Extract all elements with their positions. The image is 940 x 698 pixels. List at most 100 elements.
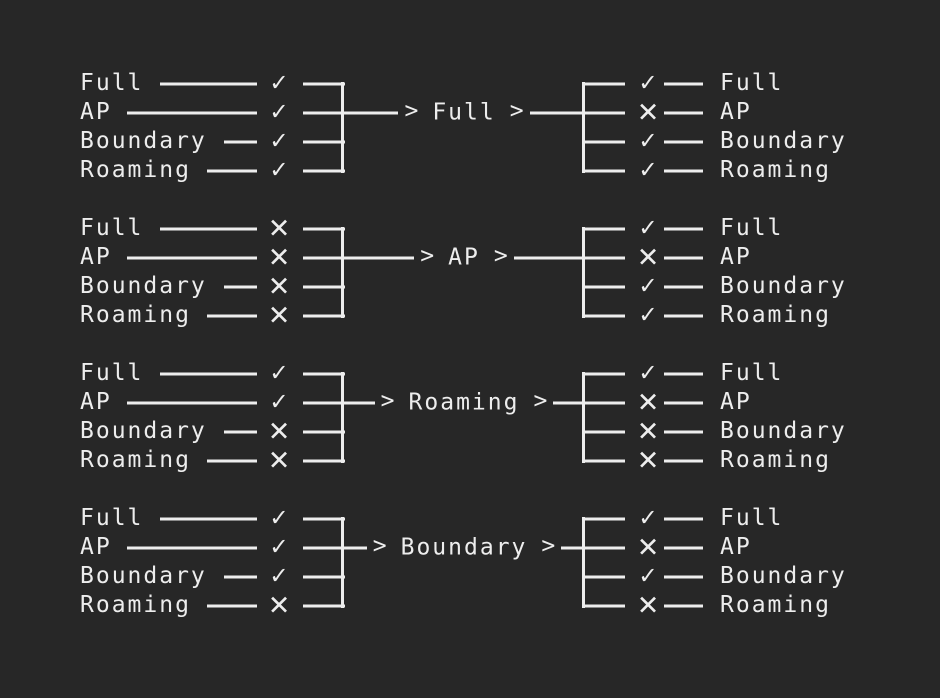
right-permission-mark: ✓ xyxy=(638,215,658,242)
left-connector-line xyxy=(224,140,257,144)
left-state-label: Full xyxy=(80,215,144,242)
right-permission-mark: ✕ xyxy=(636,387,660,419)
right-bracket-line xyxy=(582,82,585,173)
left-state-label: Roaming xyxy=(80,302,191,329)
left-connector-line xyxy=(207,604,257,608)
left-connector-line xyxy=(224,285,257,289)
right-bracket-stub xyxy=(585,372,625,376)
right-state-label: Full xyxy=(720,215,784,242)
left-state-label: AP xyxy=(80,534,112,561)
left-bracket-line xyxy=(341,82,344,173)
left-permission-mark: ✓ xyxy=(269,128,289,155)
left-bracket-line xyxy=(341,517,344,608)
right-permission-mark: ✕ xyxy=(636,532,660,564)
right-bracket-stub xyxy=(585,604,625,608)
right-bracket-line xyxy=(582,227,585,318)
left-permission-mark: ✓ xyxy=(269,360,289,387)
right-permission-mark: ✓ xyxy=(638,157,658,184)
left-bracket-line xyxy=(341,227,344,318)
target-state-label: Boundary xyxy=(400,534,528,561)
left-bracket-stub xyxy=(303,430,345,434)
arrow-line xyxy=(529,111,584,115)
left-bracket-stub xyxy=(303,517,345,521)
left-permission-mark: ✓ xyxy=(269,157,289,184)
right-connector-line xyxy=(664,82,703,86)
left-connector-line xyxy=(224,430,257,434)
left-connector-line xyxy=(160,82,257,86)
right-connector-line xyxy=(664,169,703,173)
arrowhead-chevron-icon: > xyxy=(404,98,419,125)
right-bracket-stub xyxy=(585,459,625,463)
left-state-label: Roaming xyxy=(80,157,191,184)
right-connector-line xyxy=(664,517,703,521)
right-state-label: Roaming xyxy=(720,447,831,474)
left-bracket-stub xyxy=(303,82,345,86)
right-permission-mark: ✓ xyxy=(638,505,658,532)
left-bracket-stub xyxy=(303,285,345,289)
left-connector-line xyxy=(207,459,257,463)
left-bracket-stub xyxy=(303,401,345,405)
left-permission-mark: ✕ xyxy=(267,300,291,332)
transition-arrow: > Roaming > xyxy=(345,388,583,415)
transition-arrow: > AP > xyxy=(345,245,584,270)
right-connector-line xyxy=(664,372,703,376)
left-state-label: Roaming xyxy=(80,592,191,619)
output-chevron-icon: > xyxy=(533,388,548,415)
right-state-label: Full xyxy=(720,505,784,532)
left-connector-line xyxy=(127,111,257,115)
left-bracket-stub xyxy=(303,604,345,608)
right-connector-line xyxy=(664,256,703,260)
right-permission-mark: ✓ xyxy=(638,70,658,97)
right-permission-mark: ✓ xyxy=(638,563,658,590)
left-permission-mark: ✓ xyxy=(269,563,289,590)
right-permission-mark: ✕ xyxy=(636,97,660,129)
right-connector-line xyxy=(664,604,703,608)
left-state-label: Boundary xyxy=(80,418,207,445)
right-state-label: Roaming xyxy=(720,302,831,329)
right-connector-line xyxy=(664,227,703,231)
right-state-label: AP xyxy=(720,244,752,271)
right-permission-mark: ✓ xyxy=(638,273,658,300)
right-permission-mark: ✕ xyxy=(636,242,660,274)
left-state-label: Roaming xyxy=(80,447,191,474)
right-bracket-stub xyxy=(585,517,625,521)
left-permission-mark: ✓ xyxy=(269,99,289,126)
arrowhead-chevron-icon: > xyxy=(372,533,387,560)
left-connector-line xyxy=(224,575,257,579)
right-bracket-stub xyxy=(585,430,625,434)
left-bracket-line xyxy=(341,372,344,463)
arrow-line xyxy=(345,111,399,115)
arrow-line xyxy=(345,546,367,550)
arrowhead-chevron-icon: > xyxy=(380,388,395,415)
left-state-label: AP xyxy=(80,99,112,126)
right-bracket-stub xyxy=(585,546,625,550)
right-bracket-stub xyxy=(585,401,625,405)
left-connector-line xyxy=(127,546,257,550)
left-state-label: Boundary xyxy=(80,563,207,590)
left-state-label: Full xyxy=(80,505,144,532)
left-state-label: AP xyxy=(80,244,112,271)
left-permission-mark: ✓ xyxy=(269,389,289,416)
right-bracket-stub xyxy=(585,169,625,173)
right-state-label: AP xyxy=(720,389,752,416)
left-state-label: Full xyxy=(80,70,144,97)
left-connector-line xyxy=(127,401,257,405)
right-bracket-stub xyxy=(585,140,625,144)
left-permission-mark: ✓ xyxy=(269,505,289,532)
transition-arrow: > Full > xyxy=(345,98,584,126)
right-connector-line xyxy=(664,459,703,463)
left-bracket-stub xyxy=(303,314,345,318)
target-state-label: Full xyxy=(432,99,496,126)
right-bracket-line xyxy=(582,372,585,463)
left-permission-mark: ✕ xyxy=(267,271,291,303)
right-bracket-stub xyxy=(585,111,625,115)
left-bracket-stub xyxy=(303,372,345,376)
left-state-label: Boundary xyxy=(80,273,207,300)
right-state-label: Full xyxy=(720,360,784,387)
transition-arrow: > Boundary > xyxy=(345,533,583,561)
right-connector-line xyxy=(664,575,703,579)
right-connector-line xyxy=(664,430,703,434)
right-state-label: AP xyxy=(720,534,752,561)
